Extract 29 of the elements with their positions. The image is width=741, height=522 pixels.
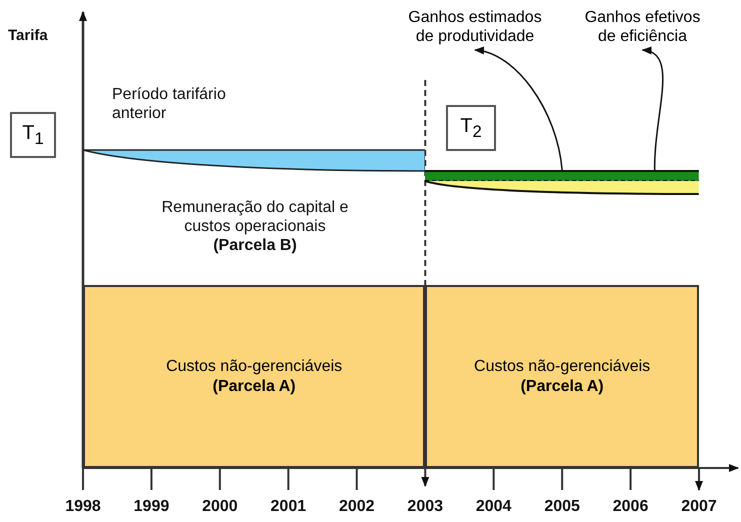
period-caption: Período tarifário anterior — [112, 85, 227, 123]
tariff-band — [83, 149, 426, 172]
block-label: Custos não-gerenciáveis — [166, 356, 342, 376]
year-label: 2007 — [680, 497, 718, 516]
block-label: (Parcela A) — [212, 376, 296, 396]
leader-arrow — [474, 48, 563, 170]
year-label: 2005 — [543, 497, 581, 516]
block-label: Custos não-gerenciáveis — [474, 356, 650, 376]
period-label-box — [10, 112, 56, 158]
efficiency-gain-band — [425, 181, 699, 195]
cost-block — [425, 285, 699, 468]
year-label: 1998 — [64, 497, 102, 516]
year-label: 2001 — [270, 497, 308, 516]
period-label-box — [446, 105, 496, 151]
year-label: 2002 — [338, 497, 376, 516]
cost-block — [83, 285, 426, 468]
annotation-text: Ganhos efetivos de eficiência — [575, 8, 710, 46]
year-label: 1999 — [132, 497, 170, 516]
year-label: 2006 — [612, 497, 650, 516]
axis-title: Tarifa — [8, 26, 48, 45]
year-label: 2000 — [201, 497, 239, 516]
period-label: T$_{2}$ — [460, 114, 482, 142]
year-label: 2004 — [474, 497, 512, 516]
period-label: T$_{1}$ — [22, 122, 44, 148]
productivity-gain-band — [425, 170, 699, 181]
area-caption: Remuneração do capital e custos operacionais (Parcela B) — [160, 198, 350, 255]
annotation-text: Ganhos estimados de produtividade — [400, 8, 550, 46]
block-label: (Parcela A) — [520, 376, 604, 396]
year-label: 2003 — [406, 497, 444, 516]
